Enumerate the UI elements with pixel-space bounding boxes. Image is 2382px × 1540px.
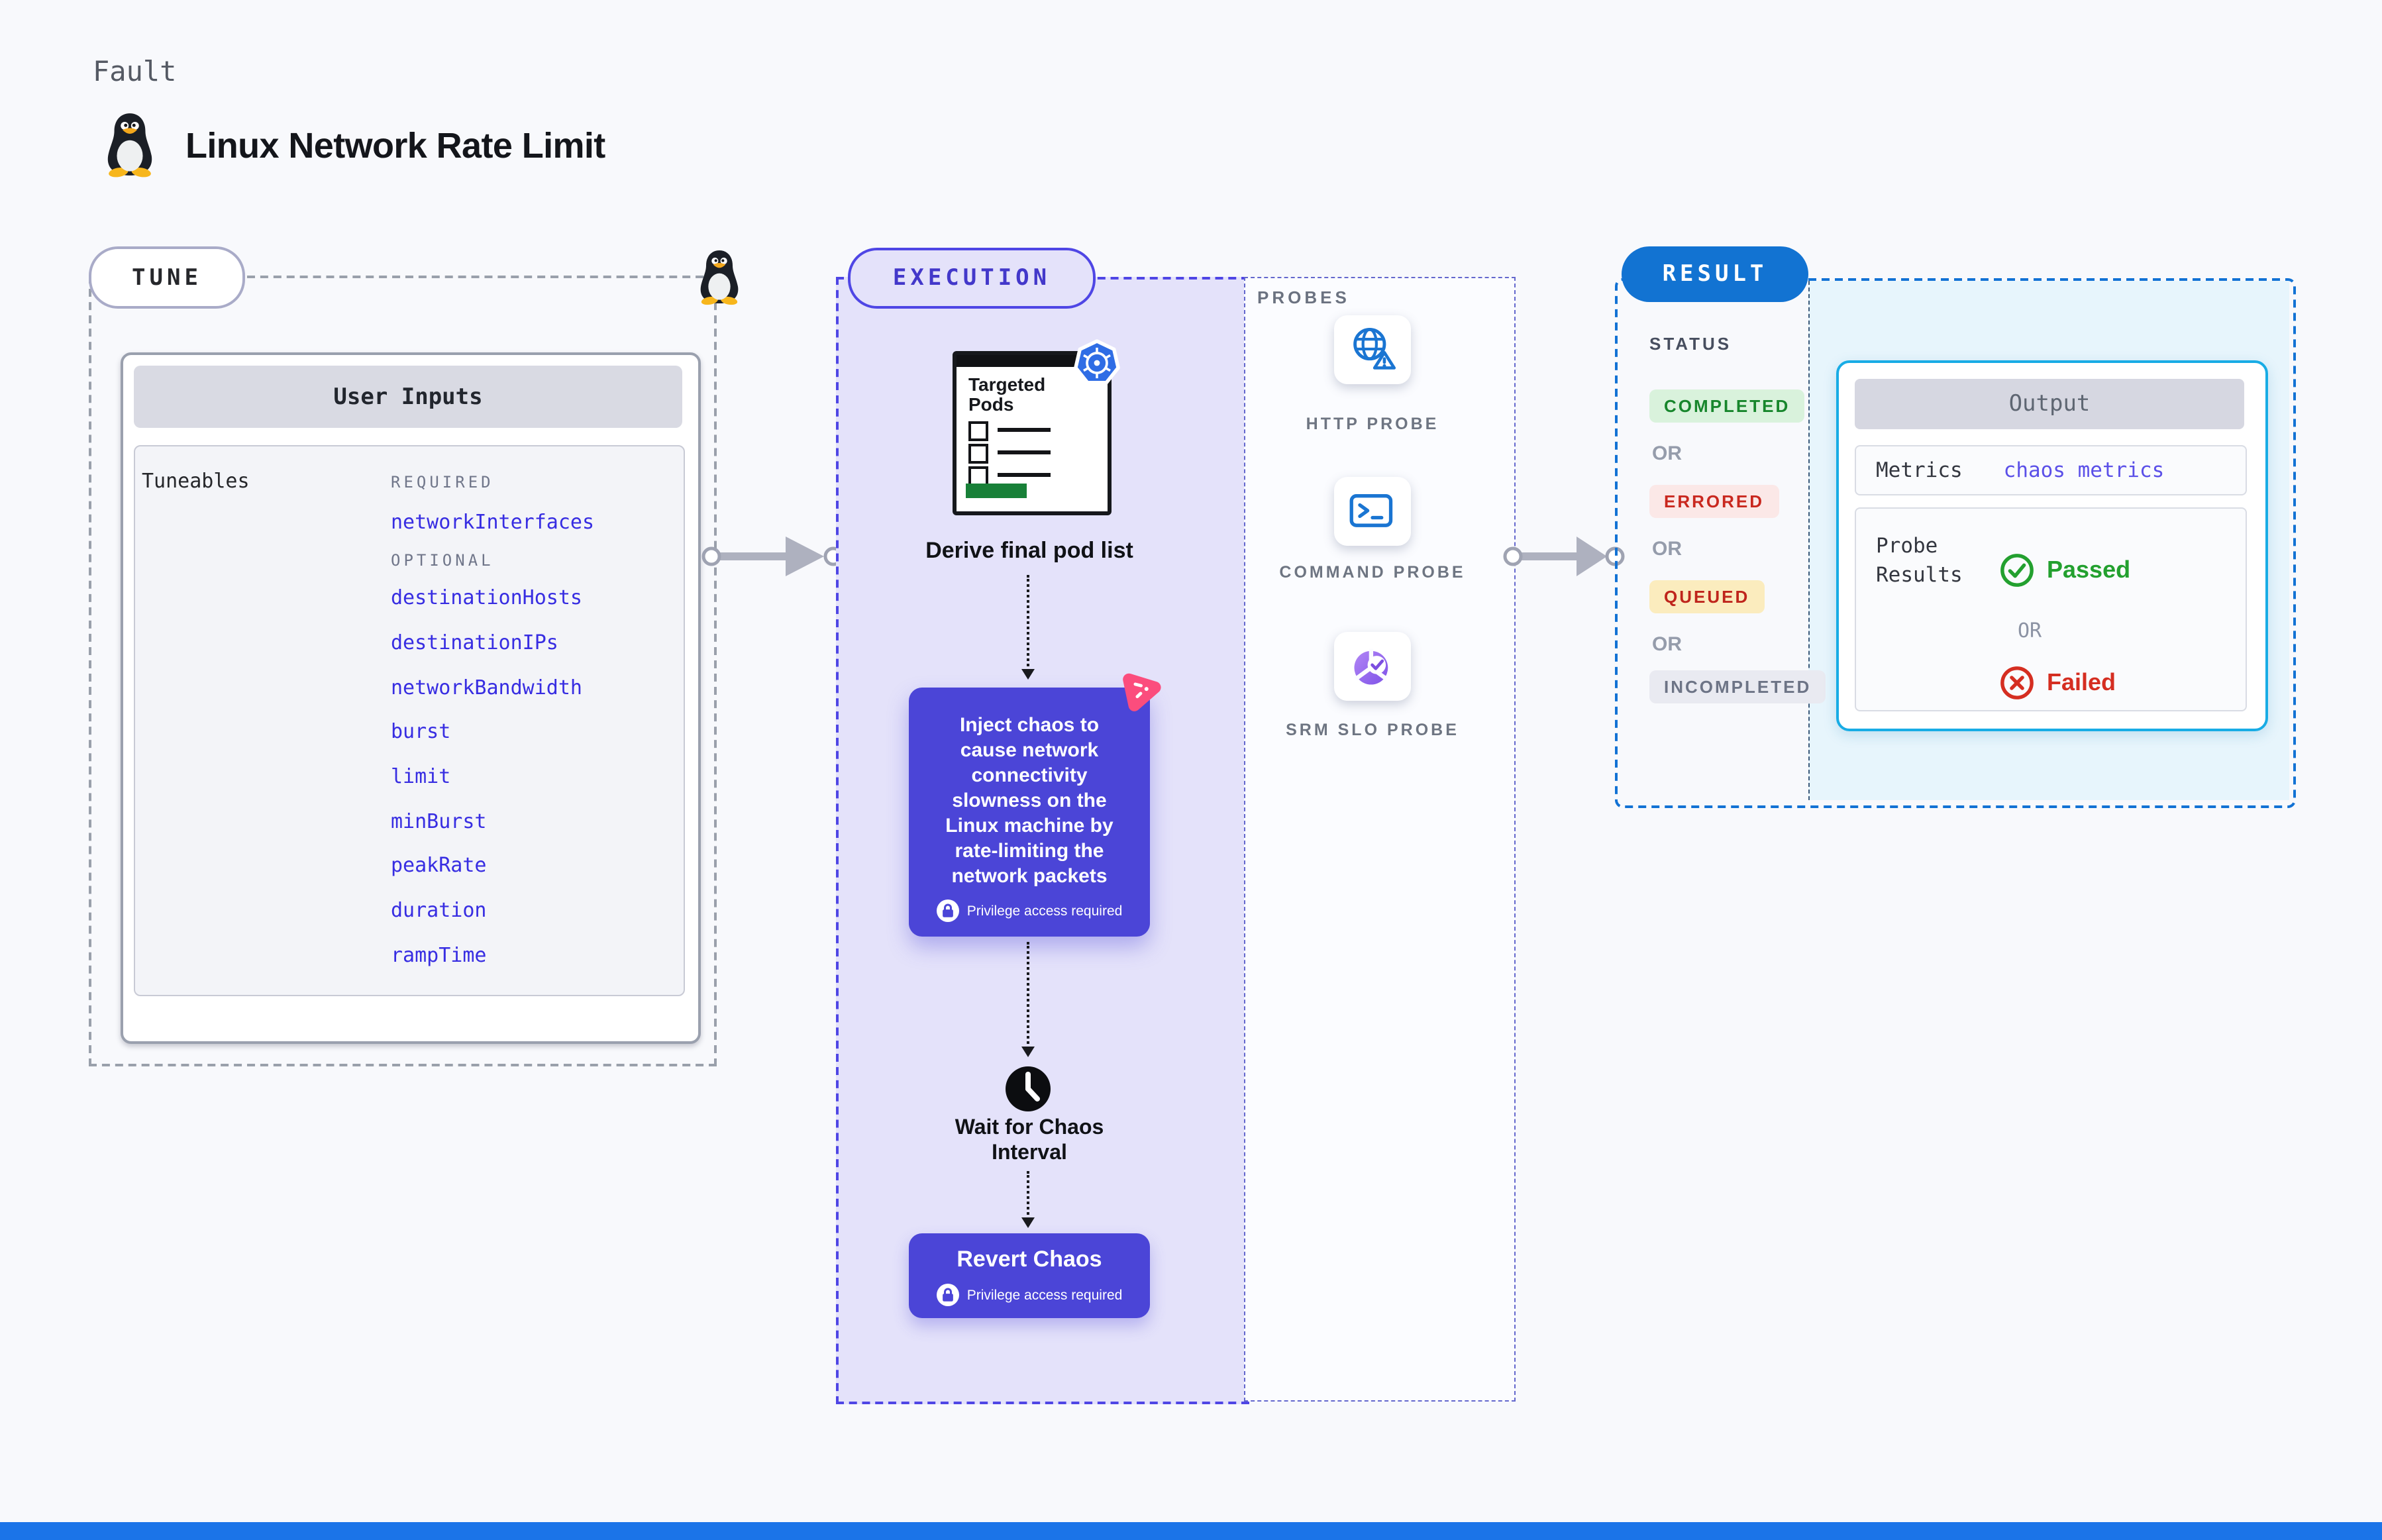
x-circle-icon	[2000, 666, 2034, 699]
slo-pie-icon	[1354, 648, 1388, 685]
linux-penguin-icon	[700, 250, 739, 306]
result-section-pill: RESULT	[1622, 246, 1808, 302]
tune-pill-label: TUNE	[132, 264, 202, 291]
tune-section-box	[89, 276, 717, 1066]
flow-arrow-tune-to-execution	[701, 537, 843, 576]
or-separator: OR	[1652, 633, 1682, 656]
privilege-required-label: Privilege access required	[966, 1287, 1123, 1303]
tuneable-link-limit[interactable]: limit	[391, 764, 451, 788]
flow-arrow-execution-to-result	[1503, 537, 1625, 576]
derive-pod-list-label: Derive final pod list	[925, 538, 1133, 563]
status-badge-completed: COMPLETED	[1649, 389, 1805, 423]
metrics-row: Metrics chaos metrics	[1855, 445, 2247, 495]
pod-checkbox	[968, 421, 988, 441]
probe-results-row: Probe Results Passed OR Failed	[1855, 507, 2247, 711]
tuneable-link-burst[interactable]: burst	[391, 719, 451, 743]
status-badge-queued: QUEUED	[1649, 580, 1765, 613]
tuneable-link-destinationHosts[interactable]: destinationHosts	[391, 586, 582, 609]
required-group-label: REQUIRED	[391, 473, 494, 491]
inject-chaos-node: Inject chaos to cause network connectivi…	[909, 688, 1150, 937]
connector-derive-to-inject	[1021, 575, 1034, 680]
tune-section-pill: TUNE	[89, 246, 245, 309]
chaos-metrics-link[interactable]: chaos metrics	[2003, 458, 2165, 482]
tuneable-link-minBurst[interactable]: minBurst	[391, 809, 487, 833]
probes-section-box	[1244, 277, 1516, 1402]
pod-checkbox	[968, 444, 988, 464]
result-pill-label: RESULT	[1662, 261, 1768, 287]
wait-chaos-interval-label: Wait for Chaos Interval	[955, 1117, 1104, 1164]
tuneables-panel	[134, 445, 685, 996]
output-card-header: Output	[1855, 379, 2244, 429]
linux-penguin-icon	[107, 113, 152, 178]
command-probe-label: COMMAND PROBE	[1279, 563, 1466, 582]
connector-wait-to-revert	[1021, 1171, 1034, 1228]
globe-alert-icon	[1353, 327, 1396, 370]
optional-group-label: OPTIONAL	[391, 551, 494, 570]
execution-pill-label: EXECUTION	[892, 265, 1051, 291]
or-separator: OR	[1652, 538, 1682, 560]
user-inputs-header: User Inputs	[134, 366, 682, 428]
pods-card-title: Targeted Pods	[968, 374, 1046, 415]
failed-label: Failed	[2047, 669, 2116, 695]
pod-line	[998, 473, 1051, 476]
pod-line	[998, 450, 1051, 454]
http-probe-tile	[1334, 315, 1411, 384]
probe-results-label: Probe Results	[1876, 534, 1963, 587]
lock-icon	[936, 1284, 959, 1306]
chaos-spark-icon	[1123, 673, 1161, 711]
or-separator: OR	[1652, 442, 1682, 465]
pods-card-titlebar	[957, 355, 1108, 367]
or-separator: OR	[2018, 619, 2042, 642]
bottom-accent-bar	[0, 1522, 2382, 1540]
execution-section-pill: EXECUTION	[848, 248, 1096, 309]
tuneables-label: Tuneables	[142, 469, 250, 493]
command-probe-tile	[1334, 477, 1411, 546]
privilege-required-row: Privilege access required	[909, 899, 1150, 922]
tuneable-link-rampTime[interactable]: rampTime	[391, 943, 487, 967]
fault-kind-label: Fault	[93, 56, 177, 87]
http-probe-label: HTTP PROBE	[1306, 415, 1439, 433]
privilege-required-label: Privilege access required	[966, 903, 1123, 919]
clock-icon	[1006, 1066, 1051, 1111]
kubernetes-icon	[1074, 339, 1120, 385]
status-badge-incompleted: INCOMPLETED	[1649, 670, 1826, 703]
revert-chaos-node: Revert Chaos Privilege access required	[909, 1233, 1150, 1318]
srm-slo-probe-label: SRM SLO PROBE	[1286, 721, 1459, 739]
pod-line	[998, 428, 1051, 431]
passed-label: Passed	[2047, 556, 2131, 583]
tuneable-link-networkInterfaces[interactable]: networkInterfaces	[391, 510, 595, 534]
status-badge-errored: ERRORED	[1649, 485, 1779, 518]
check-circle-icon	[2000, 554, 2034, 587]
pods-green-button	[966, 484, 1027, 498]
inject-chaos-description: Inject chaos to cause network connectivi…	[945, 714, 1113, 888]
probe-result-passed: Passed	[1999, 552, 2130, 588]
metrics-label: Metrics	[1876, 458, 1963, 482]
tuneable-link-networkBandwidth[interactable]: networkBandwidth	[391, 676, 582, 699]
connector-inject-to-wait	[1021, 942, 1034, 1057]
page-title: Linux Network Rate Limit	[185, 126, 605, 166]
user-inputs-title: User Inputs	[333, 384, 483, 410]
result-section-box	[1615, 278, 2296, 808]
tuneable-link-peakRate[interactable]: peakRate	[391, 853, 487, 877]
probe-result-failed: Failed	[1999, 665, 2116, 701]
revert-chaos-label: Revert Chaos	[957, 1247, 1102, 1272]
probes-section-label: PROBES	[1257, 287, 1350, 307]
status-column-label: STATUS	[1649, 334, 1732, 354]
tuneable-link-destinationIPs[interactable]: destinationIPs	[391, 631, 558, 654]
terminal-icon	[1349, 494, 1393, 527]
privilege-required-row: Privilege access required	[909, 1284, 1150, 1306]
tuneable-link-duration[interactable]: duration	[391, 898, 487, 922]
output-title: Output	[2008, 391, 2091, 417]
srm-slo-probe-tile	[1334, 632, 1411, 701]
lock-icon	[936, 899, 959, 922]
